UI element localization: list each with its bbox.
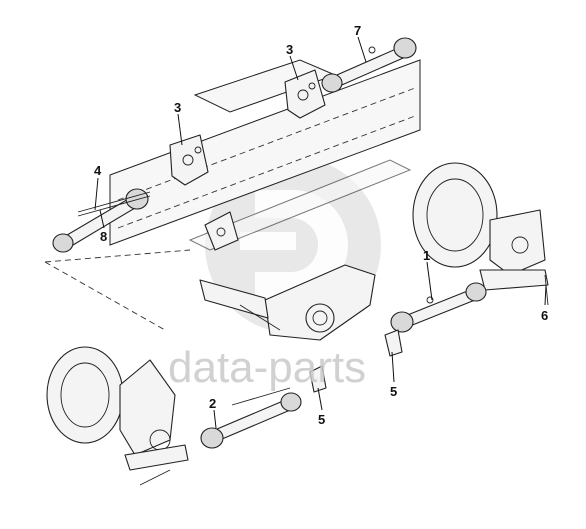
callout-1: 1 bbox=[423, 248, 430, 263]
callout-leaders bbox=[94, 36, 547, 429]
callout-labels: 3 7 3 4 8 1 6 5 5 2 bbox=[94, 23, 548, 427]
callout-8: 8 bbox=[100, 229, 107, 244]
callout-5-left: 5 bbox=[318, 412, 325, 427]
callout-3-upper: 3 bbox=[286, 42, 293, 57]
chassis-frame bbox=[44, 59, 421, 331]
callout-4: 4 bbox=[94, 163, 102, 178]
clamp-right bbox=[384, 329, 403, 357]
torque-rod-left bbox=[52, 188, 151, 253]
callout-2: 2 bbox=[209, 396, 216, 411]
center-axle-housing bbox=[199, 264, 376, 341]
callout-3-left: 3 bbox=[174, 100, 181, 115]
clamp-left bbox=[309, 365, 327, 393]
bracket-upper-right bbox=[284, 69, 326, 119]
watermark-text: data-parts bbox=[168, 343, 366, 392]
axle-housing-left bbox=[46, 346, 189, 471]
bracket-center bbox=[204, 211, 239, 251]
callout-6: 6 bbox=[541, 308, 548, 323]
callout-7: 7 bbox=[354, 23, 361, 38]
axle-housing-right bbox=[412, 162, 549, 291]
torque-rod-lower bbox=[139, 387, 302, 486]
torque-rod-right bbox=[390, 274, 549, 333]
bracket-upper-left bbox=[169, 134, 209, 186]
torque-rod-upper-right bbox=[321, 37, 417, 93]
callout-5-right: 5 bbox=[390, 384, 397, 399]
